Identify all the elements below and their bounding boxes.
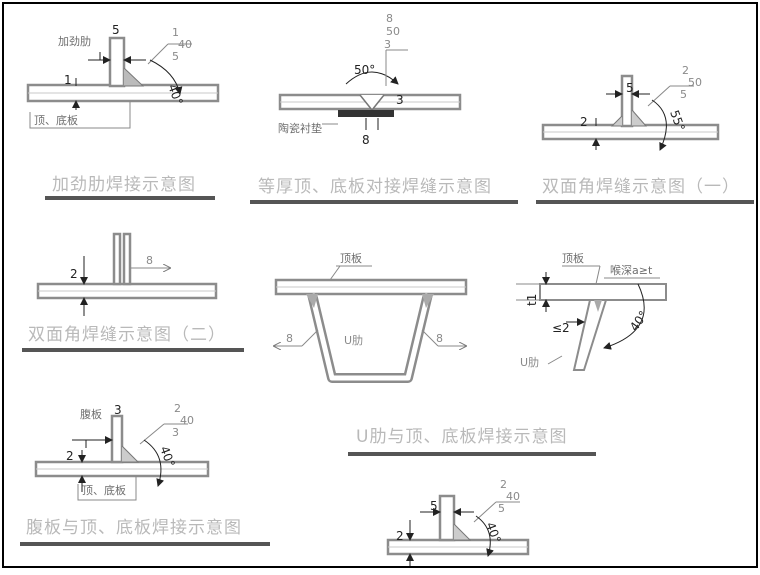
leg-label: 1 (172, 26, 179, 39)
backing-strip (338, 110, 394, 117)
top-3-label: 5 (498, 502, 505, 515)
weld-left-label: 8 (286, 332, 293, 345)
top-1-label: 2 (682, 64, 689, 77)
thickness-label: 5 (430, 499, 438, 513)
rib-label: U肋 (344, 333, 363, 347)
bottom-weld-diagram: 5 2 2 40 5 40° (386, 478, 530, 566)
angle-label: 50° (354, 63, 375, 77)
caption-butt: 等厚顶、底板对接焊缝示意图 (258, 177, 492, 197)
backing-label: 陶瓷衬垫 (278, 121, 322, 135)
u-rib-detail-diagram: 顶板 喉深a≥t t1 ≤2 40° U肋 (516, 251, 667, 371)
weld-size-label: 5 (172, 50, 179, 63)
rib-size-label: 5 (626, 81, 634, 95)
gap-label: 1 (64, 73, 72, 87)
rib (438, 494, 456, 542)
plate-label: 顶板 (340, 251, 362, 265)
stiffener-weld-diagram: 5 加劲肋 1 顶、底板 1 40 5 40° 加劲肋焊接示意图 (26, 23, 220, 200)
top-3-label: 3 (172, 426, 179, 439)
gap-label: 2 (580, 115, 588, 129)
member-label: 加劲肋 (58, 34, 91, 48)
caption-stiffener: 加劲肋焊接示意图 (52, 175, 196, 195)
gap-label: 2 (70, 267, 78, 281)
sheet-frame (2, 2, 758, 568)
depth-label: 40 (178, 38, 192, 51)
gap-label: 2 (396, 529, 404, 543)
butt-weld-diagram: 8 陶瓷衬垫 50° 8 50 3 3 等厚顶、底板对接焊缝示意图 (250, 12, 518, 204)
size-a-label: 8 (386, 12, 393, 25)
angle-label: 40° (483, 520, 503, 545)
plate-label: 顶、底板 (34, 113, 78, 127)
size-b-label: 50 (386, 25, 400, 38)
throat-label: 喉深a≥t (610, 264, 653, 277)
top-2-label: 50 (688, 76, 702, 89)
root-gap-label: ≤2 (552, 321, 570, 335)
web-plate-diagram: 腹板 3 2 顶、底板 2 40 3 40° 腹板与顶、底板焊接示意图 (20, 402, 270, 546)
caption-underline (536, 200, 754, 204)
size-c-label: 3 (384, 38, 391, 51)
caption-underline (20, 542, 270, 546)
thickness-label: 5 (112, 23, 120, 37)
u-rib-diagram: 顶板 U肋 8 8 U肋与顶、底板焊接示意图 (274, 251, 596, 456)
top-2-label: 40 (180, 414, 194, 427)
double-fillet-one-diagram: 5 2 2 50 5 55° 双面角焊缝示意图（一） (536, 64, 754, 204)
top-1-label: 2 (174, 402, 181, 415)
angle-label: 40° (157, 444, 177, 469)
t1-label: t1 (525, 294, 539, 306)
caption-double-one: 双面角焊缝示意图（一） (542, 177, 740, 197)
caption-underline (45, 196, 215, 200)
angle-label: 40° (627, 308, 651, 333)
rib-label: U肋 (520, 355, 539, 369)
top-2-label: 40 (506, 490, 520, 503)
rib (620, 74, 634, 128)
plate-label: 顶板 (562, 251, 584, 265)
dim-right-label: 3 (396, 93, 404, 107)
plate-label: 顶、底板 (82, 483, 126, 497)
caption-underline (348, 452, 596, 456)
caption-web: 腹板与顶、底板焊接示意图 (26, 518, 242, 538)
angle-label: 55° (667, 108, 687, 133)
angle-label: 40° (165, 82, 185, 107)
caption-underline (22, 348, 244, 352)
caption-underline (250, 200, 518, 204)
weld-label: 8 (146, 254, 153, 267)
member-label: 腹板 (80, 407, 102, 421)
top-3-label: 5 (680, 88, 687, 101)
stiffener (108, 36, 126, 88)
weld-right-label: 8 (436, 332, 443, 345)
gap-label: 2 (66, 449, 74, 463)
web (110, 414, 124, 464)
top-1-label: 2 (500, 478, 507, 491)
gap-label: 8 (362, 133, 370, 147)
caption-u-rib: U肋与顶、底板焊接示意图 (356, 427, 567, 447)
double-fillet-two-diagram: 2 8 双面角焊缝示意图（二） (22, 232, 244, 352)
caption-double-two: 双面角焊缝示意图（二） (28, 325, 226, 345)
u-rib-wall (572, 299, 608, 371)
thickness-label: 3 (114, 403, 122, 417)
